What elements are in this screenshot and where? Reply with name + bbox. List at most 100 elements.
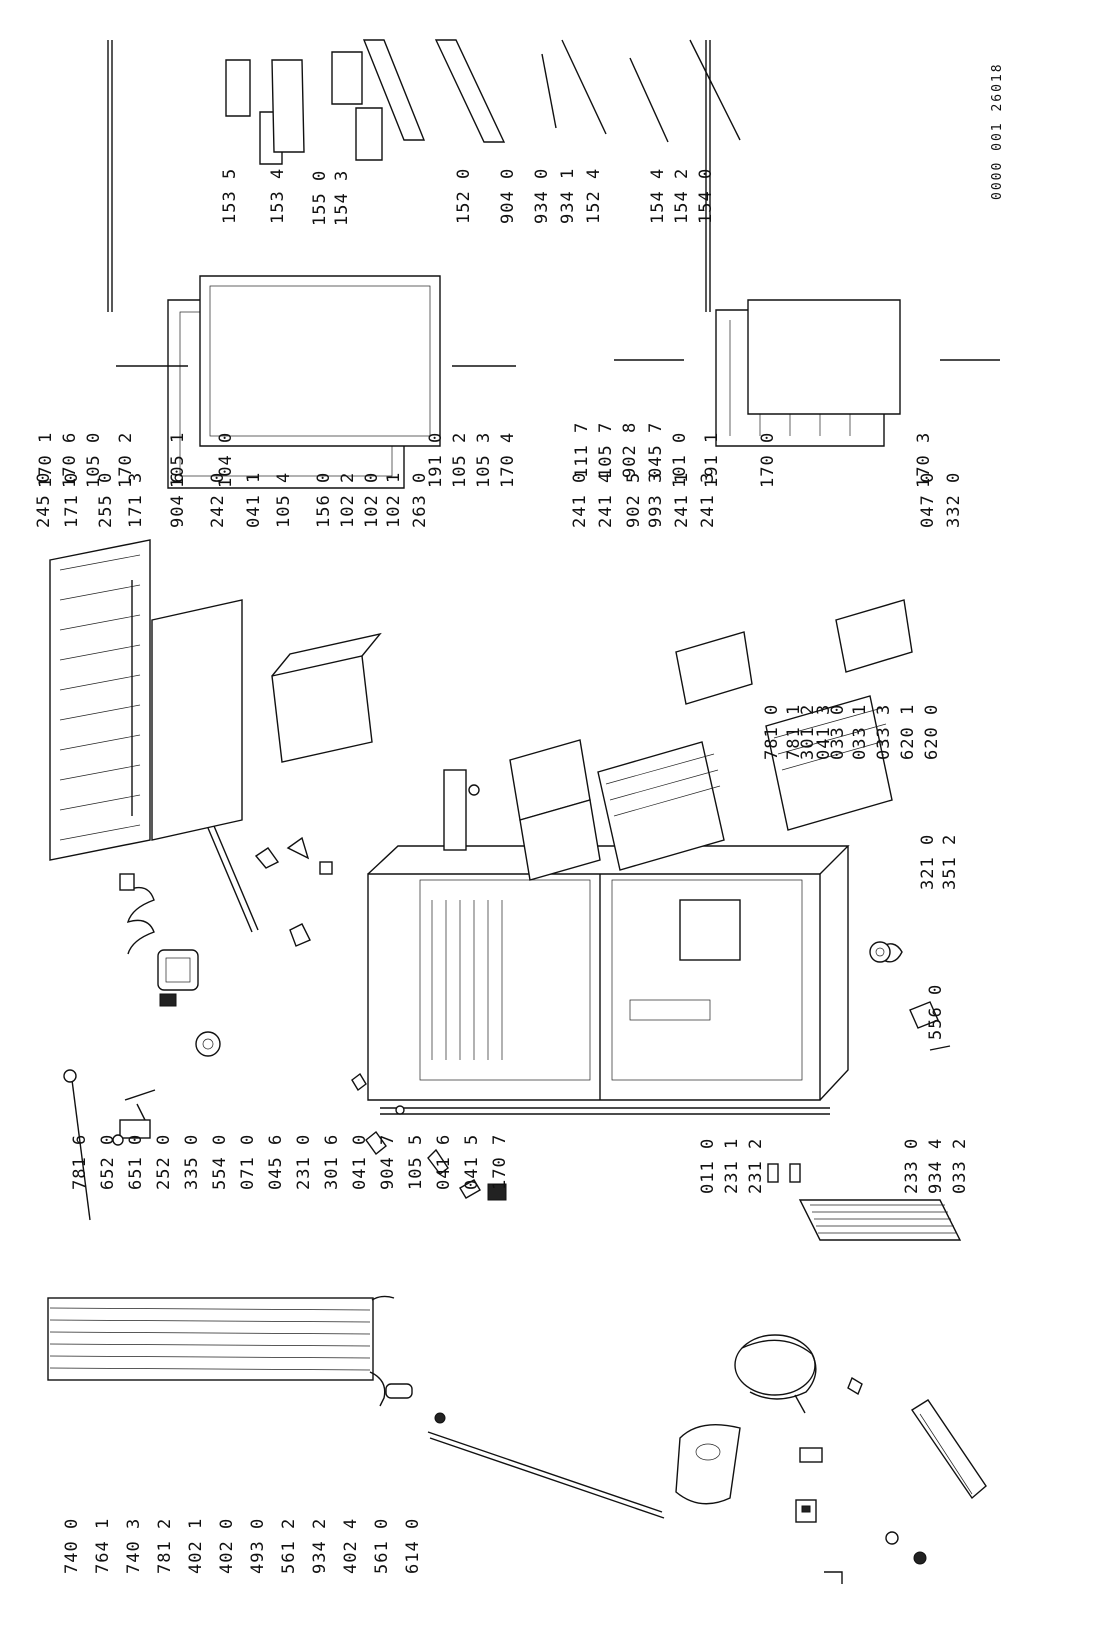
- cabinet: [367, 845, 850, 1101]
- grommet: [434, 1412, 446, 1424]
- part-number-label: 154 4: [648, 167, 668, 224]
- part-number-label: 332 0: [944, 471, 964, 528]
- part-number-label: 011 0: [698, 1137, 718, 1194]
- hinge-parts: [254, 836, 333, 947]
- part-number-label: 152 4: [584, 167, 604, 224]
- door-bins: [468, 739, 601, 881]
- part-number-label: 041 5: [462, 1133, 482, 1190]
- part-number-label: 402 1: [186, 1517, 206, 1574]
- lamp-housing: [157, 949, 199, 1007]
- part-number-label: 652 0: [98, 1133, 118, 1190]
- part-number-label: 102 1: [384, 471, 404, 528]
- part-number-label: 493 0: [248, 1517, 268, 1574]
- part-number-label: 934 0: [532, 167, 552, 224]
- part-number-label: 241 0: [570, 471, 590, 528]
- door-handle-top: [107, 40, 711, 312]
- part-number-label: 904 7: [378, 1133, 398, 1190]
- part-number-label: 781 2: [155, 1517, 175, 1574]
- part-number-label: 252 0: [154, 1133, 174, 1190]
- part-number-label: 045 6: [266, 1133, 286, 1190]
- part-number-label: 152 0: [454, 167, 474, 224]
- part-number-label: 335 0: [182, 1133, 202, 1190]
- part-number-label: 102 2: [338, 471, 358, 528]
- part-number-label: 154 3: [332, 169, 352, 226]
- part-number-label: 170 3: [914, 431, 934, 488]
- part-number-label: 170 0: [758, 431, 778, 488]
- part-number-label: 045 7: [646, 421, 666, 478]
- capillary-tube: [427, 1431, 665, 1519]
- part-number-label: 041 6: [434, 1133, 454, 1190]
- light-switch: [207, 825, 259, 933]
- shelf-grid: [49, 539, 151, 861]
- part-number-label: 321 0: [918, 833, 938, 890]
- part-number-label: 620 1: [898, 703, 918, 760]
- part-number-label: 993 3: [646, 471, 666, 528]
- fridge-door-gasket: [199, 275, 441, 447]
- part-number-label: 033 2: [950, 1137, 970, 1194]
- part-number-label: 155 0: [310, 169, 330, 226]
- part-number-label: 554 0: [210, 1133, 230, 1190]
- part-number-label: 902 5: [624, 471, 644, 528]
- part-number-label: 351 2: [940, 833, 960, 890]
- part-number-label: 934 4: [926, 1137, 946, 1194]
- part-number-label: 105 7: [596, 421, 616, 478]
- part-number-label: 033 1: [850, 703, 870, 760]
- part-number-label: 105 0: [84, 431, 104, 488]
- ice-tray: [443, 769, 467, 851]
- relay-clip: [795, 1447, 823, 1523]
- clip-small: [824, 1376, 863, 1584]
- part-number-label: 153 5: [220, 167, 240, 224]
- part-number-label: 154 2: [672, 167, 692, 224]
- crisper-box: [271, 632, 382, 763]
- part-number-label: 402 0: [217, 1517, 237, 1574]
- thermostat: [112, 1089, 156, 1146]
- glass-shelf: [151, 599, 243, 841]
- cabinet-trim: [380, 1107, 830, 1115]
- part-number-label: 170 7: [490, 1133, 510, 1190]
- part-number-label: 156 0: [314, 471, 334, 528]
- part-number-label: 111 7: [572, 421, 592, 478]
- door-trim-strips: [116, 359, 1000, 367]
- part-number-label: 561 2: [279, 1517, 299, 1574]
- door-shelf-right: [434, 39, 506, 143]
- part-number-label: 170 1: [36, 431, 56, 488]
- freezer-door-gasket: [747, 299, 901, 415]
- door-shelf-long: [362, 39, 426, 141]
- evaporator-clips: [767, 1163, 801, 1183]
- part-number-label: 561 0: [372, 1517, 392, 1574]
- part-number-label: 170 6: [60, 431, 80, 488]
- knob: [195, 1031, 221, 1057]
- part-number-label: 301 6: [322, 1133, 342, 1190]
- part-number-label: 105 3: [474, 431, 494, 488]
- part-number-label: 740 3: [124, 1517, 144, 1574]
- rod-parts: [541, 39, 741, 143]
- part-number-label: 740 0: [62, 1517, 82, 1574]
- document-number: 0000 001 26018: [990, 62, 1005, 200]
- part-number-label: 191 0: [426, 431, 446, 488]
- part-number-label: 041 0: [350, 1133, 370, 1190]
- evaporator-coil: [798, 1199, 962, 1241]
- basket-fronts: [675, 599, 913, 705]
- part-number-label: 651 0: [126, 1133, 146, 1190]
- part-number-label: 781 6: [70, 1133, 90, 1190]
- part-number-label: 902 8: [620, 421, 640, 478]
- part-number-label: 231 1: [722, 1137, 742, 1194]
- part-number-label: 231 0: [294, 1133, 314, 1190]
- base-cover: [911, 1399, 987, 1500]
- part-number-label: 934 1: [558, 167, 578, 224]
- part-number-label: 153 4: [268, 167, 288, 224]
- grommet-bottom: [885, 1531, 927, 1565]
- compressor: [734, 1334, 817, 1414]
- part-number-label: 191 1: [702, 431, 722, 488]
- bottle-holder: [271, 59, 305, 153]
- part-number-label: 402 4: [341, 1517, 361, 1574]
- part-number-label: 934 2: [310, 1517, 330, 1574]
- part-number-label: 101 0: [670, 431, 690, 488]
- butter-compartment: [331, 51, 383, 161]
- part-number-label: 764 1: [93, 1517, 113, 1574]
- compressor-bracket: [675, 1423, 741, 1505]
- drain-tube: [63, 1069, 91, 1221]
- part-number-label: 105 1: [168, 431, 188, 488]
- part-number-label: 233 0: [902, 1137, 922, 1194]
- part-number-label: 102 0: [362, 471, 382, 528]
